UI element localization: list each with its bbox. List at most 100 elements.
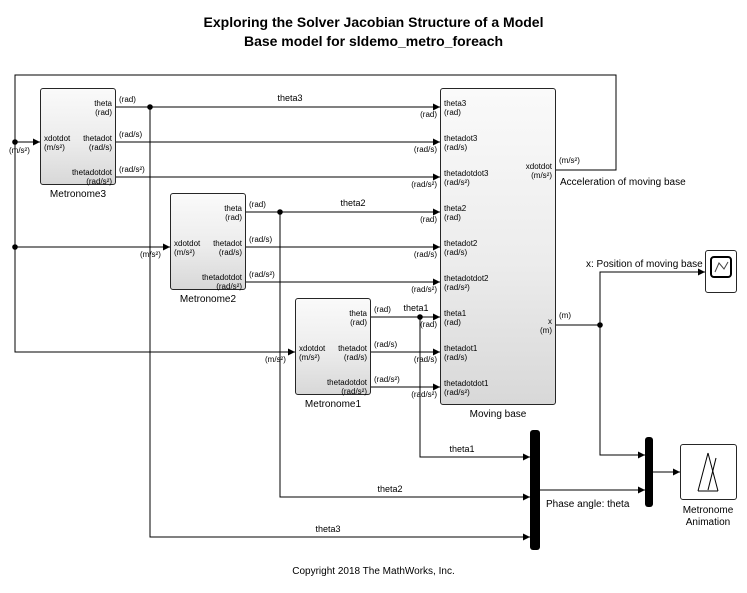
port-unit: (m) xyxy=(540,326,552,335)
port-in-thetadotdot3: thetadotdot3 (rad/s²) xyxy=(444,169,488,187)
arrowhead xyxy=(433,208,440,216)
port-unit: (rad/s) xyxy=(218,248,242,257)
port-unit: (rad/s) xyxy=(444,248,468,257)
unit-label: (rad/s) xyxy=(119,130,143,139)
arrowhead xyxy=(433,278,440,286)
port-name: x xyxy=(548,317,552,326)
unit-label: (rad) xyxy=(420,110,437,119)
port-unit: (m/s²) xyxy=(531,171,552,180)
port-unit: (rad) xyxy=(95,108,112,117)
unit-label: (rad) xyxy=(420,320,437,329)
port-unit: (rad) xyxy=(444,108,461,117)
port-unit: (m/s²) xyxy=(44,143,65,152)
unit-label: (rad/s) xyxy=(249,235,273,244)
branch-dot xyxy=(12,244,18,250)
scope-icon xyxy=(710,256,732,278)
port-unit: (rad/s²) xyxy=(216,282,242,291)
unit-label: (m/s²) xyxy=(265,355,286,364)
branch-dot xyxy=(417,314,423,320)
unit-label: (rad/s) xyxy=(374,340,398,349)
unit-label: (rad/s) xyxy=(413,145,437,154)
port-name: theta xyxy=(224,204,242,213)
mux-animation[interactable] xyxy=(645,437,653,507)
wire-x-to-scope[interactable] xyxy=(556,271,705,326)
block-metronome2[interactable]: theta (rad) xdotdot (m/s²) thetadot (rad… xyxy=(170,193,246,291)
port-name: thetadotdot xyxy=(71,168,112,177)
unit-label: (rad/s) xyxy=(413,355,437,364)
port-in-thetadot2: thetadot2 (rad/s) xyxy=(444,239,477,257)
arrowhead xyxy=(638,486,645,494)
branch-dot xyxy=(277,209,283,215)
block-metronome-animation[interactable] xyxy=(680,444,737,500)
port-name: xdotdot xyxy=(174,239,201,248)
wire-theta3-to-mux[interactable] xyxy=(149,107,530,538)
port-out-theta: theta (rad) xyxy=(224,204,242,222)
metronome-icon xyxy=(697,452,719,492)
arrowhead xyxy=(433,348,440,356)
port-out-thetadotdot: thetadotdot (rad/s²) xyxy=(72,168,112,186)
arrowhead xyxy=(433,383,440,391)
unit-label: (rad) xyxy=(420,215,437,224)
port-name: xdotdot xyxy=(299,344,326,353)
arrowhead xyxy=(638,451,645,459)
arrowhead xyxy=(523,533,530,541)
block-metronome1[interactable]: theta (rad) xdotdot (m/s²) thetadot (rad… xyxy=(295,298,371,396)
port-name: theta xyxy=(94,99,112,108)
block-name-metronome-animation: Metronome Animation xyxy=(668,505,747,529)
port-in-thetadotdot2: thetadotdot2 (rad/s²) xyxy=(444,274,488,292)
unit-label: (rad) xyxy=(374,305,391,314)
annotation-acceleration: Acceleration of moving base xyxy=(560,177,686,188)
unit-label: (rad/s²) xyxy=(411,180,437,189)
copyright-text: Copyright 2018 The MathWorks, Inc. xyxy=(292,566,455,577)
port-name: thetadotdot xyxy=(326,378,367,387)
port-in-xdotdot: xdotdot (m/s²) xyxy=(174,239,200,257)
animation-name-line2: Animation xyxy=(685,517,731,528)
block-scope[interactable] xyxy=(705,250,737,293)
branch-dot xyxy=(597,322,603,328)
port-out-thetadot: thetadot (rad/s) xyxy=(338,344,367,362)
port-unit: (rad/s²) xyxy=(444,283,470,292)
wire-xdotdot-feedback[interactable] xyxy=(14,74,617,353)
port-unit: (rad/s²) xyxy=(444,178,470,187)
signal-label-theta2: theta2 xyxy=(340,198,366,208)
page-title: Exploring the Solver Jacobian Structure … xyxy=(0,13,747,51)
port-name: thetadot xyxy=(338,344,367,353)
unit-label: (rad/s²) xyxy=(249,270,275,279)
port-unit: (rad) xyxy=(350,318,367,327)
arrowhead xyxy=(288,348,295,356)
arrowhead xyxy=(433,313,440,321)
block-name-metronome3: Metronome3 xyxy=(49,189,107,200)
mux-theta[interactable] xyxy=(530,430,540,550)
port-out-x: x (m) xyxy=(540,317,552,335)
port-in-theta3: theta3 (rad) xyxy=(444,99,466,117)
block-metronome3[interactable]: theta (rad) xdotdot (m/s²) thetadot (rad… xyxy=(40,88,116,186)
block-moving-base[interactable]: theta3 (rad) thetadot3 (rad/s) thetadotd… xyxy=(440,88,556,405)
port-in-theta2: theta2 (rad) xyxy=(444,204,466,222)
port-name: theta3 xyxy=(444,99,467,108)
port-name: theta1 xyxy=(444,309,467,318)
port-unit: (rad/s) xyxy=(444,143,468,152)
port-in-thetadot1: thetadot1 (rad/s) xyxy=(444,344,477,362)
annotation-position: x: Position of moving base xyxy=(586,259,703,270)
signal-label-theta1: theta1 xyxy=(449,444,475,454)
port-name: thetadot2 xyxy=(444,239,478,248)
block-name-metronome1: Metronome1 xyxy=(304,399,362,410)
wire-x-to-mux[interactable] xyxy=(599,325,645,456)
branch-dot xyxy=(12,139,18,145)
arrowhead xyxy=(433,103,440,111)
signal-label-theta3: theta3 xyxy=(315,524,341,534)
port-name: thetadotdot1 xyxy=(444,379,489,388)
port-out-thetadotdot: thetadotdot (rad/s²) xyxy=(327,378,367,396)
wire-theta2-to-mux[interactable] xyxy=(279,212,530,498)
wire-theta1-to-mux[interactable] xyxy=(419,317,530,458)
port-out-theta: theta (rad) xyxy=(349,309,367,327)
title-line1: Exploring the Solver Jacobian Structure … xyxy=(203,14,544,30)
arrowhead xyxy=(433,243,440,251)
unit-label: (rad) xyxy=(119,95,136,104)
port-unit: (rad/s²) xyxy=(86,177,112,186)
port-name: thetadot xyxy=(213,239,242,248)
unit-label: (m) xyxy=(559,311,571,320)
port-unit: (rad) xyxy=(444,318,461,327)
port-name: thetadotdot2 xyxy=(444,274,489,283)
